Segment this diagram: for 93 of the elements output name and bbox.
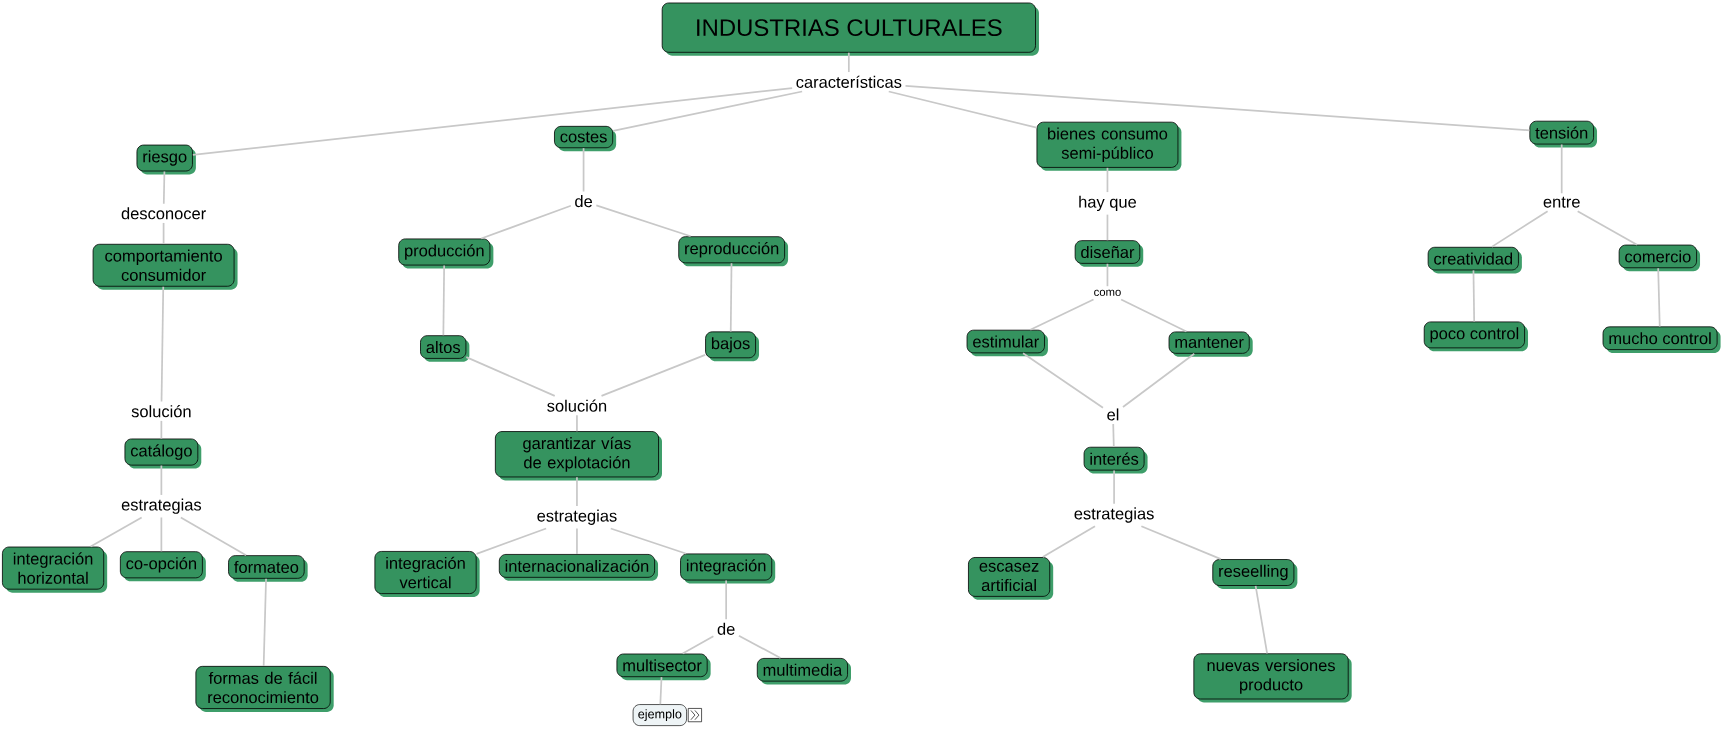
connector-line	[1120, 298, 1188, 333]
concept-box: altos	[420, 335, 470, 363]
connector-line	[847, 52, 850, 74]
connector-line	[738, 635, 782, 660]
connector-line	[1657, 267, 1661, 328]
connector-line	[681, 635, 715, 655]
connector-line	[1113, 469, 1115, 505]
connector-line	[582, 147, 585, 193]
connector-line	[160, 464, 163, 496]
connector-line	[262, 578, 267, 667]
connector-line	[160, 285, 165, 403]
concept-box: bienes consumo semi-público	[1036, 121, 1182, 172]
connector-line	[442, 264, 446, 337]
concept-box: costes	[554, 126, 617, 152]
resource-box: ejemplo	[632, 704, 687, 727]
connector-line	[725, 579, 727, 621]
connector-line	[1490, 210, 1549, 248]
concept-box: integración horizontal	[2, 546, 108, 593]
linking-phrase: hay que	[1074, 192, 1141, 215]
connector-line	[1112, 423, 1115, 448]
connector-line	[576, 527, 578, 556]
concept-box: reproducción	[678, 236, 789, 267]
concept-box: co-opción	[119, 551, 206, 582]
title-box: INDUSTRIAS CULTURALES	[661, 2, 1039, 56]
linking-phrase: estrategias	[117, 495, 205, 518]
connector-line	[89, 516, 143, 548]
connector-line	[160, 420, 163, 440]
concept-box: mucho control	[1602, 326, 1721, 354]
connector-line	[480, 205, 572, 240]
linking-phrase: de	[713, 619, 739, 639]
connector-line	[1029, 298, 1095, 331]
concept-box: diseñar	[1074, 240, 1144, 267]
connector-line	[1560, 143, 1563, 195]
connector-line	[1576, 210, 1638, 246]
connector-line	[612, 90, 803, 132]
linking-phrase: estrategias	[1070, 504, 1158, 527]
connector-line	[1140, 525, 1222, 561]
connector-line	[1106, 167, 1109, 194]
concept-box: poco control	[1423, 321, 1528, 352]
connector-line	[609, 527, 687, 555]
connector-line	[160, 516, 163, 553]
linking-phrase: entre	[1539, 193, 1584, 212]
connector-line	[576, 476, 578, 508]
connector-line	[595, 204, 692, 238]
connector-line	[162, 170, 166, 205]
concept-box: multimedia	[756, 658, 851, 685]
connector-line	[659, 676, 663, 706]
connector-line	[1106, 213, 1109, 242]
concept-box: comercio	[1618, 244, 1701, 272]
concept-box: formas de fácil reconocimiento	[195, 666, 334, 713]
concept-box: interés	[1083, 447, 1148, 474]
connector-line	[1106, 263, 1109, 288]
connector-line	[179, 516, 247, 557]
concept-box: escasez artificial	[968, 557, 1054, 600]
connector-line	[191, 87, 793, 156]
concept-box: integración	[680, 553, 776, 584]
concept-box: catálogo	[124, 438, 202, 469]
connector-line	[600, 354, 707, 397]
connector-line	[465, 356, 556, 397]
linking-phrase: solución	[127, 401, 195, 421]
connector-line	[1041, 525, 1096, 559]
connector-line	[576, 414, 578, 433]
concept-box: riesgo	[136, 144, 196, 175]
concept-box: creatividad	[1427, 247, 1522, 274]
connector-line	[729, 262, 733, 333]
concept-box: formateo	[228, 555, 308, 582]
linking-phrase: como	[1090, 286, 1125, 300]
concept-box: integración vertical	[374, 551, 480, 598]
linking-phrase: de	[571, 191, 597, 211]
connector-line	[904, 85, 1531, 132]
connector-line	[887, 90, 1038, 129]
concept-box: mantener	[1168, 331, 1253, 357]
linking-phrase: el	[1103, 405, 1123, 424]
concept-box: bajos	[705, 331, 760, 362]
connector-line	[1472, 269, 1476, 323]
linking-phrase: estrategias	[533, 506, 621, 529]
concept-box: producción	[398, 238, 494, 269]
connector-line	[1022, 352, 1104, 409]
linking-phrase: solución	[543, 396, 611, 416]
concept-box: tensión	[1529, 120, 1598, 148]
concept-box: garantizar vías de explotación	[494, 431, 662, 481]
concept-box: internacionalización	[498, 554, 659, 581]
linking-phrase: desconocer	[117, 204, 210, 223]
concept-box: nuevas versiones producto	[1193, 653, 1352, 703]
concept-box: comportamiento consumidor	[92, 244, 238, 290]
connector-line	[162, 222, 165, 245]
concept-box: multisector	[616, 653, 711, 681]
concept-box: reseelling	[1212, 559, 1298, 590]
connector-line	[1254, 585, 1268, 655]
connector-line	[1122, 353, 1196, 409]
linking-phrase: características	[792, 72, 906, 92]
concept-box: estimular	[966, 329, 1048, 357]
connector-line	[475, 527, 547, 555]
